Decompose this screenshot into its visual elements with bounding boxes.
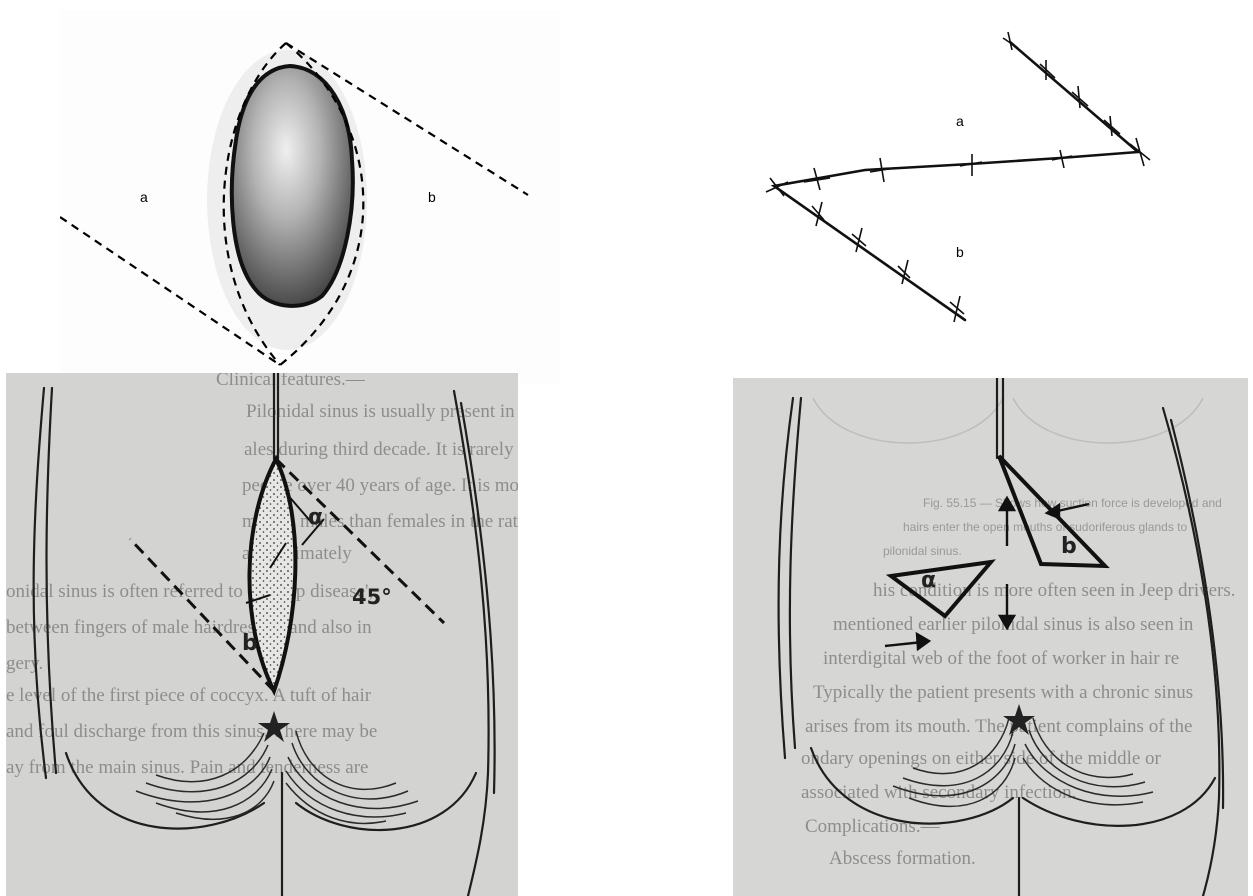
label-b: b [956, 244, 964, 260]
sinus-opening-star [1003, 704, 1035, 735]
label-a: a [140, 189, 148, 205]
gluteal-hatching [893, 718, 1153, 806]
flap-design-illustration: Clinical features.— Pilonidal sinus is u… [6, 373, 518, 896]
ghost-figure [813, 398, 1203, 443]
wound-shape [232, 66, 353, 306]
label-alpha: α [308, 505, 323, 530]
flap-transposition-illustration: Fig. 55.15 — Shows how suction force is … [733, 378, 1248, 896]
label-alpha: α [921, 568, 936, 593]
label-a: a [956, 113, 964, 129]
sinus-opening-star [258, 711, 290, 742]
angle-label: 45° [352, 585, 392, 609]
label-b: b [1061, 534, 1077, 559]
label-b: b [428, 189, 436, 205]
gluteal-hatching [136, 731, 418, 823]
flap-alpha [891, 562, 991, 616]
sutured-closure-panel: a b [760, 20, 1180, 340]
label-b: b [242, 631, 258, 656]
excision-ellipse [249, 459, 295, 691]
suture-line [774, 42, 1138, 320]
excision-diagram-panel: a b [60, 10, 560, 385]
